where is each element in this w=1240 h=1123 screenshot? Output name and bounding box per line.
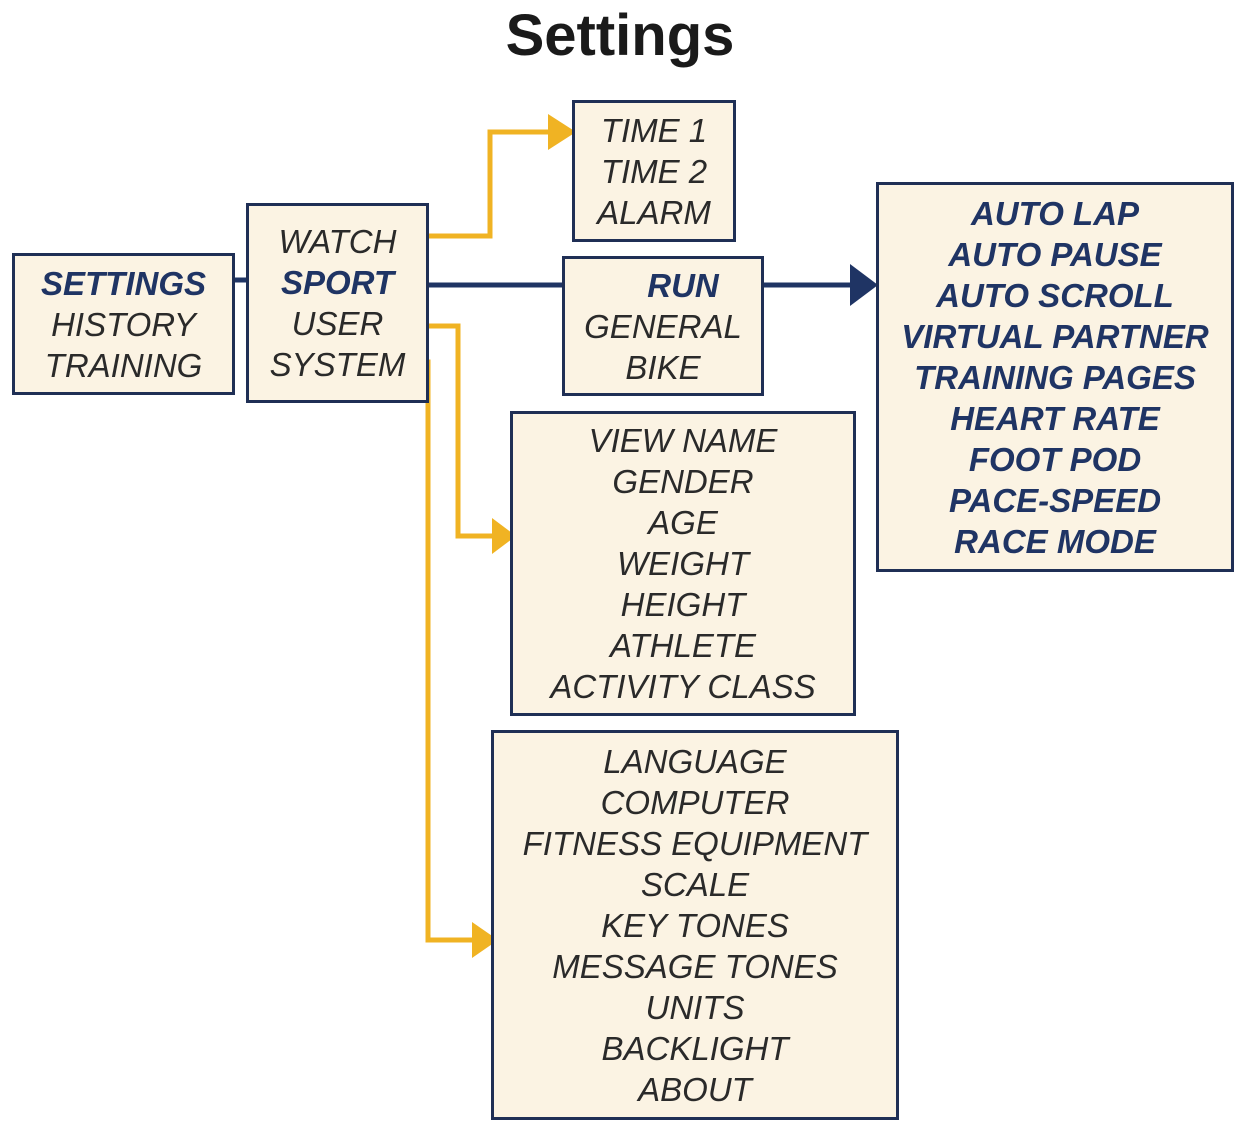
diagram-title: Settings <box>505 3 735 68</box>
user-menu-box: VIEW NAME GENDER AGE WEIGHT HEIGHT ATHLE… <box>510 411 856 716</box>
menu-item-settings: SETTINGS <box>40 264 207 302</box>
menu-item-foot-pod: FOOT POD <box>968 440 1142 478</box>
menu-item-watch: WATCH <box>278 223 397 260</box>
menu-item-auto-pause: AUTO PAUSE <box>948 235 1162 273</box>
arrowhead-run <box>850 264 878 306</box>
menu-item-athlete: ATHLETE <box>609 627 757 664</box>
menu-item-gender: GENDER <box>612 463 754 500</box>
menu-item-height: HEIGHT <box>620 586 746 623</box>
menu-item-weight: WEIGHT <box>617 545 749 582</box>
menu-item-alarm: ALARM <box>597 193 711 231</box>
menu-item-language: LANGUAGE <box>603 742 787 780</box>
menu-item-about: ABOUT <box>638 1070 752 1108</box>
system-menu-box: LANGUAGE COMPUTER FITNESS EQUIPMENT SCAL… <box>491 730 899 1120</box>
menu-item-virtual-partner: VIRTUAL PARTNER <box>901 317 1209 355</box>
menu-item-bike: BIKE <box>625 348 701 386</box>
settings-menu-box: WATCH SPORT USER SYSTEM <box>246 203 429 403</box>
menu-item-time-2: TIME 2 <box>600 152 708 190</box>
menu-item-general: GENERAL <box>584 307 742 345</box>
menu-item-training-pages: TRAINING PAGES <box>914 358 1196 396</box>
arrowhead-user <box>492 518 516 554</box>
menu-item-race-mode: RACE MODE <box>954 522 1156 560</box>
menu-item-computer: COMPUTER <box>600 783 790 821</box>
menu-item-history: HISTORY <box>51 305 196 343</box>
menu-item-heart-rate: HEART RATE <box>950 399 1160 437</box>
watch-menu-box: TIME 1 TIME 2 ALARM <box>572 100 736 242</box>
menu-item-auto-scroll: AUTO SCROLL <box>936 276 1174 314</box>
arrowhead-watch <box>548 114 576 150</box>
menu-item-view-name: VIEW NAME <box>588 422 778 459</box>
sport-menu-box: RUN GENERAL BIKE <box>562 256 764 396</box>
menu-item-key-tones: KEY TONES <box>601 906 789 944</box>
menu-item-sport: SPORT <box>280 264 395 301</box>
run-menu-box: AUTO LAP AUTO PAUSE AUTO SCROLL VIRTUAL … <box>876 182 1234 572</box>
main-menu-box: SETTINGS HISTORY TRAINING <box>12 253 235 395</box>
arrowhead-system <box>472 922 498 958</box>
menu-item-time-1: TIME 1 <box>600 111 708 149</box>
menu-item-fitness-equipment: FITNESS EQUIPMENT <box>522 824 868 862</box>
menu-item-backlight: BACKLIGHT <box>601 1029 789 1067</box>
menu-item-auto-lap: AUTO LAP <box>970 194 1140 232</box>
menu-item-activity-class: ACTIVITY CLASS <box>550 668 816 705</box>
menu-item-run: RUN <box>647 266 719 304</box>
menu-item-units: UNITS <box>645 988 745 1026</box>
menu-item-training: TRAINING <box>44 346 203 384</box>
menu-item-pace-speed: PACE-SPEED <box>948 481 1162 519</box>
menu-item-user: USER <box>291 305 384 342</box>
menu-item-system: SYSTEM <box>269 346 406 383</box>
menu-item-age: AGE <box>648 504 718 541</box>
menu-item-message-tones: MESSAGE TONES <box>552 947 838 985</box>
menu-item-scale: SCALE <box>640 865 750 903</box>
arrow-watch <box>410 129 548 239</box>
arrow-system <box>405 359 474 943</box>
